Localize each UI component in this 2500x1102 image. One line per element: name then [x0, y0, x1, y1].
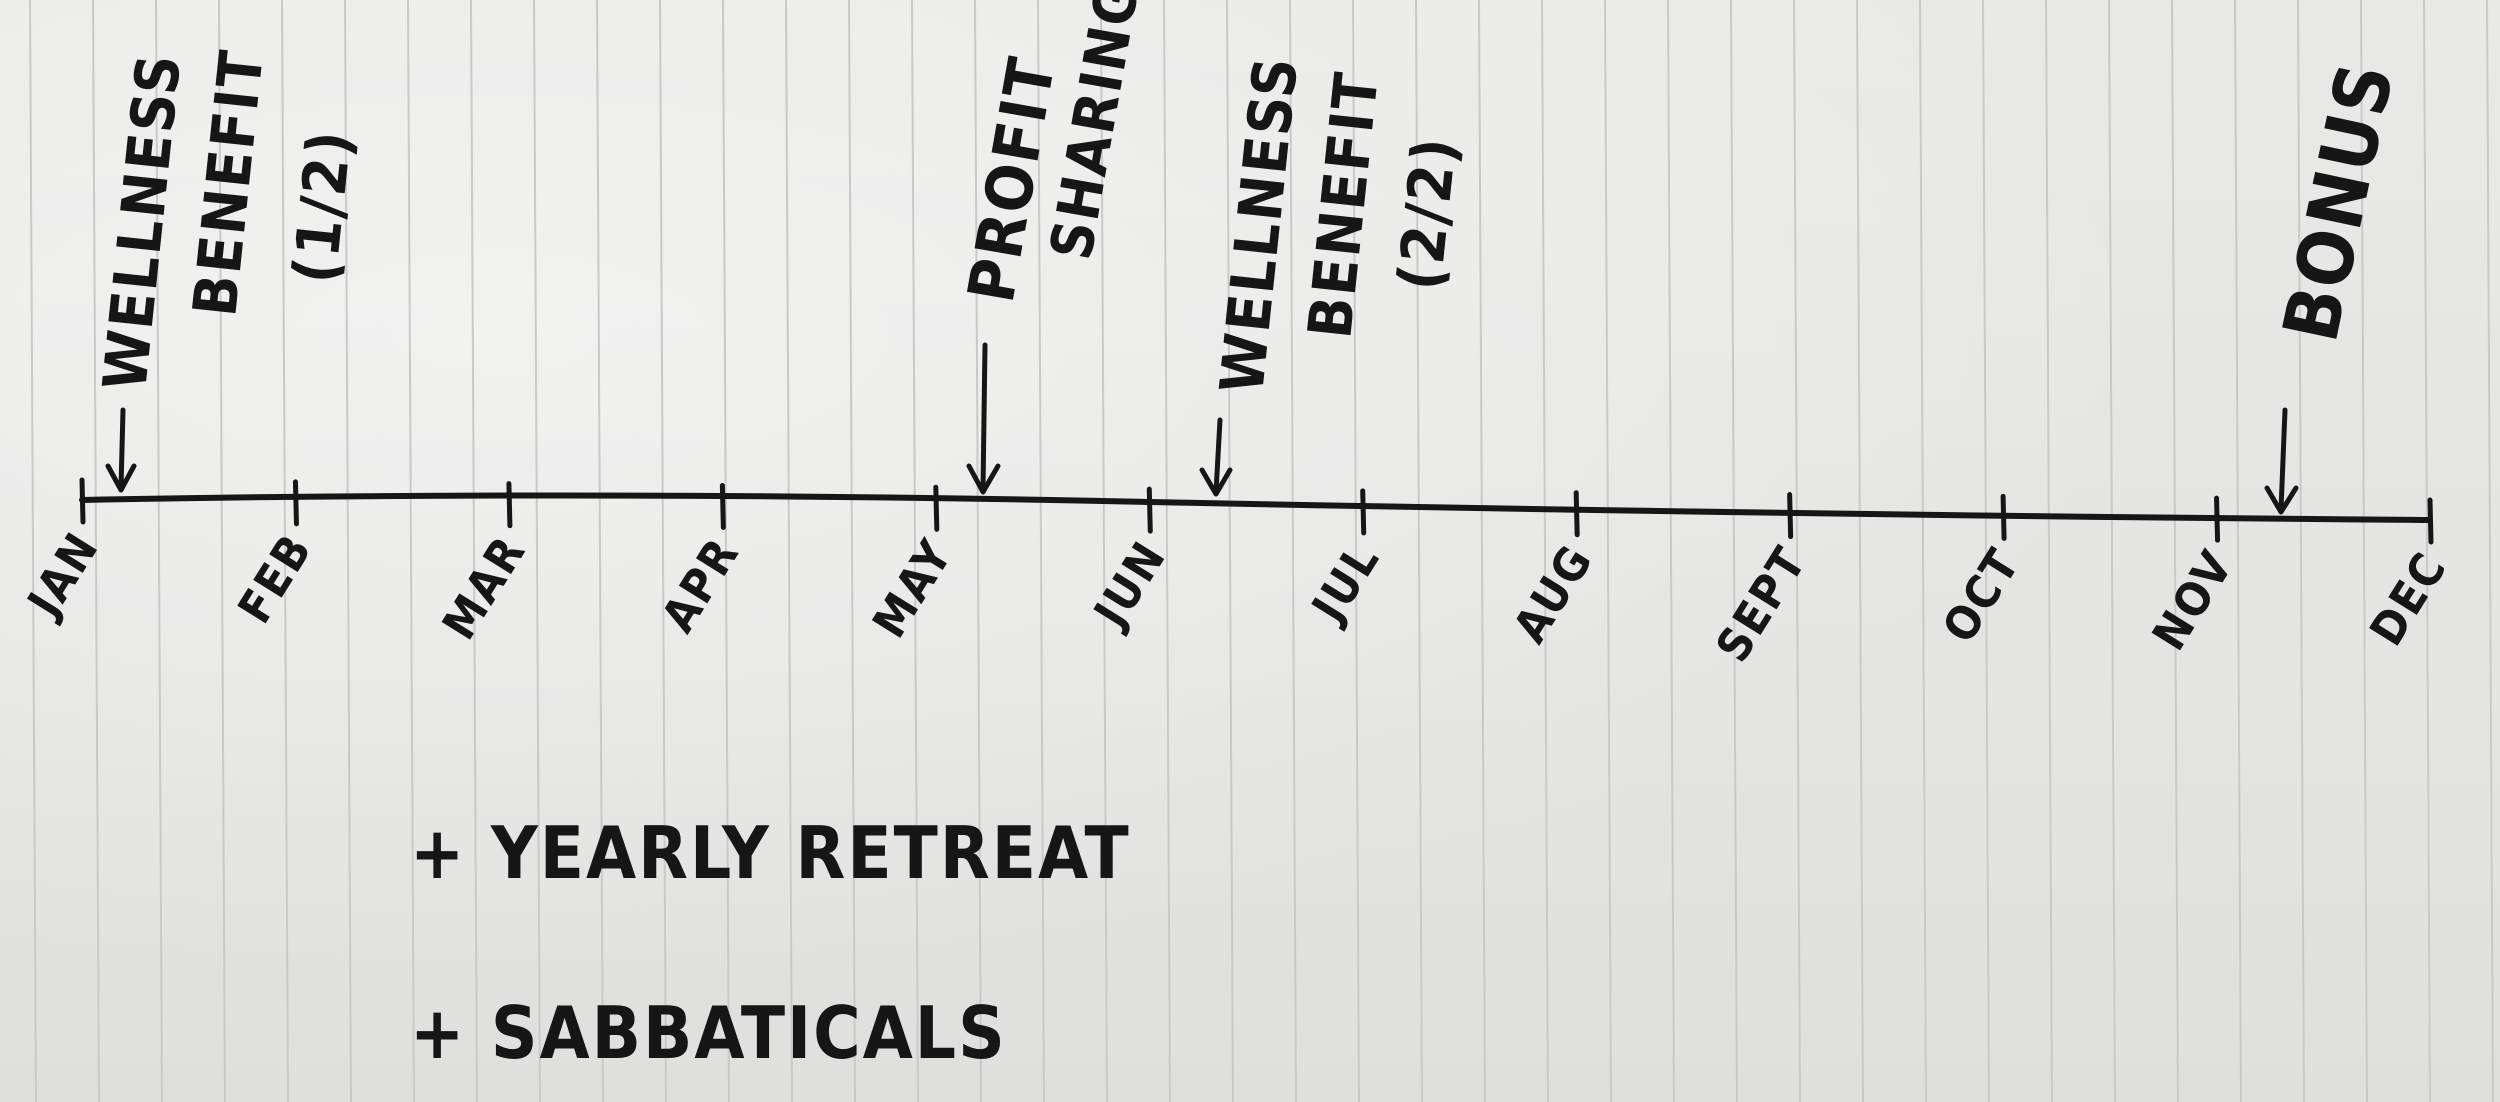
ruled-line	[1289, 0, 1297, 1102]
extra-yearly-retreat: + YEARLY RETREAT	[410, 811, 1131, 895]
ruled-line	[1919, 0, 1927, 1102]
tick-jan	[79, 477, 86, 525]
ruled-line	[1100, 0, 1108, 1102]
tick-jul	[1360, 488, 1367, 536]
event-line: (1/2)	[280, 126, 366, 287]
timeline-axis	[79, 492, 2433, 523]
ruled-line	[722, 0, 730, 1102]
month-label-jul: JUL	[1300, 533, 1390, 633]
event-line: WELLNESS	[1207, 53, 1312, 397]
ruled-line	[974, 0, 982, 1102]
ruled-line	[470, 0, 478, 1102]
event-line: BENEFIT	[180, 46, 278, 320]
arrow-bonus	[2264, 407, 2299, 515]
ruled-line	[785, 0, 793, 1102]
tick-may	[933, 484, 940, 532]
ruled-line	[218, 0, 226, 1102]
ruled-line	[407, 0, 415, 1102]
ruled-line	[1667, 0, 1675, 1102]
event-bonus: BONUS	[2266, 54, 2412, 349]
tick-dec	[2427, 497, 2434, 545]
ruled-line	[1982, 0, 1990, 1102]
ruled-lines	[29, 0, 2494, 1102]
ruled-line	[1856, 0, 1864, 1102]
month-ticks	[79, 477, 2434, 545]
month-label-aug: AUG	[1503, 535, 1604, 652]
event-line: BONUS	[2266, 54, 2412, 349]
ruled-line	[29, 0, 37, 1102]
tick-jun	[1146, 486, 1153, 534]
month-label-dec: DEC	[2359, 542, 2457, 655]
arrow-wellness-1	[105, 407, 137, 493]
ruled-line	[2234, 0, 2242, 1102]
tick-aug	[1573, 490, 1580, 538]
ruled-line	[1604, 0, 1612, 1102]
ruled-line	[2108, 0, 2116, 1102]
month-label-jun: JUN	[1082, 531, 1177, 638]
event-profit-sharing: PROFIT SHARING	[955, 0, 1153, 308]
ruled-line	[1163, 0, 1171, 1102]
ruled-line	[2486, 0, 2494, 1102]
ruled-line	[1478, 0, 1486, 1102]
ruled-line	[659, 0, 667, 1102]
event-line: WELLNESS	[90, 50, 195, 394]
tick-oct	[2000, 493, 2007, 541]
month-label-mar: MAR	[432, 526, 537, 649]
tick-sept	[1787, 492, 1794, 540]
ruled-line	[1730, 0, 1738, 1102]
ruled-line	[2045, 0, 2053, 1102]
ruled-line	[281, 0, 289, 1102]
tick-feb	[292, 479, 299, 527]
ruled-line	[2360, 0, 2368, 1102]
ruled-line	[344, 0, 352, 1102]
arrow-profit-sharing	[966, 342, 1001, 495]
ruled-line	[155, 0, 163, 1102]
ruled-line	[1226, 0, 1234, 1102]
ruled-line	[2423, 0, 2431, 1102]
event-line: BENEFIT	[1295, 68, 1393, 342]
month-label-sept: SEPT	[1705, 537, 1817, 671]
extra-sabbaticals: + SABBATICALS	[410, 991, 1007, 1075]
month-label-apr: APR	[651, 528, 750, 642]
month-label-nov: NOV	[2142, 540, 2244, 659]
tick-nov	[2214, 495, 2221, 543]
ruled-line	[1415, 0, 1423, 1102]
ruled-line	[596, 0, 604, 1102]
month-label-oct: OCT	[1932, 539, 2031, 652]
ruled-line	[1352, 0, 1360, 1102]
event-line: (2/2)	[1385, 133, 1471, 294]
ruled-line	[2297, 0, 2305, 1102]
tick-mar	[506, 481, 513, 529]
ruled-line	[1541, 0, 1549, 1102]
ruled-line	[1037, 0, 1045, 1102]
event-wellness-benefit-1: WELLNESS BENEFIT (1/2)	[90, 46, 366, 394]
ruled-line	[911, 0, 919, 1102]
event-wellness-benefit-2: WELLNESS BENEFIT (2/2)	[1207, 53, 1471, 397]
ruled-line	[92, 0, 100, 1102]
ruled-line	[2171, 0, 2179, 1102]
arrow-wellness-2	[1199, 417, 1233, 497]
ruled-line	[533, 0, 541, 1102]
ruled-line	[848, 0, 856, 1102]
month-label-feb: FEB	[227, 524, 323, 632]
month-label-may: MAY	[862, 529, 963, 646]
tick-apr	[719, 482, 726, 530]
ruled-line	[1793, 0, 1801, 1102]
